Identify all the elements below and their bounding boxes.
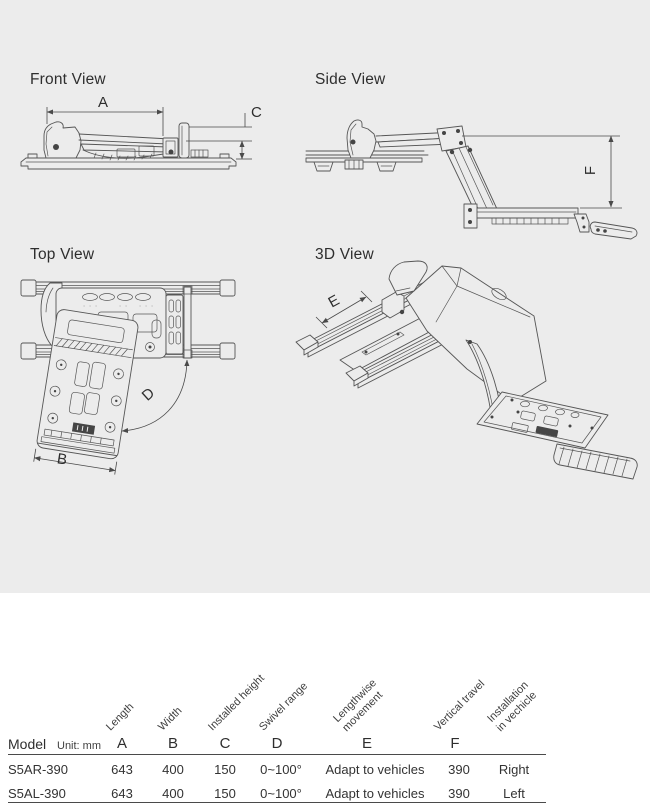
column-letter-f: F <box>450 735 460 752</box>
column-header-installation: Installation in vechicle <box>485 678 539 734</box>
dim-label-c: C <box>251 104 262 121</box>
cell-installation: Right <box>498 762 530 777</box>
front-view-drawing <box>20 107 252 170</box>
column-header-lengthwise-movement: Lengthwise movement <box>331 676 385 734</box>
three-d-view-drawing <box>295 260 638 480</box>
unit-label: Unit: mm <box>57 740 101 752</box>
cell-vertical-travel: 390 <box>448 786 470 801</box>
top-view-drawing <box>20 279 236 475</box>
column-header-vertical-travel: Vertical travel <box>432 678 488 734</box>
table-header-rule <box>8 754 546 755</box>
cell-swivel-range: 0~100° <box>260 786 302 801</box>
column-header-swivel-range: Swivel range <box>257 680 311 734</box>
three-d-view-title: 3D View <box>315 246 374 263</box>
cell-width: 400 <box>162 786 184 801</box>
table-bottom-rule <box>8 802 546 803</box>
side-view-title: Side View <box>315 71 386 88</box>
model-header: Model <box>8 736 47 752</box>
column-letter-b: B <box>167 735 179 752</box>
cell-model: S5AR-390 <box>8 762 68 777</box>
spec-table: Length Width Installed height Swivel ran… <box>0 593 650 805</box>
dim-label-a: A <box>98 94 109 111</box>
cell-vertical-travel: 390 <box>448 762 470 777</box>
technical-drawing-canvas <box>20 107 638 480</box>
cell-installation: Left <box>503 786 525 801</box>
column-letter-a: A <box>116 735 128 752</box>
side-view-drawing <box>305 119 638 240</box>
cell-length: 643 <box>111 762 133 777</box>
front-view-title: Front View <box>30 71 106 88</box>
cell-installed-height: 150 <box>214 786 236 801</box>
column-letter-c: C <box>219 735 231 752</box>
cell-width: 400 <box>162 762 184 777</box>
drawings-panel: Front View Side View Top View 3D View A … <box>0 0 650 593</box>
cell-model: S5AL-390 <box>8 786 66 801</box>
top-view-title: Top View <box>30 246 95 263</box>
column-letter-d: D <box>271 735 283 752</box>
cell-lengthwise-movement: Adapt to vehicles <box>325 786 425 801</box>
column-header-length: Length <box>104 701 137 734</box>
column-header-width: Width <box>156 705 185 734</box>
cell-swivel-range: 0~100° <box>260 762 302 777</box>
cell-lengthwise-movement: Adapt to vehicles <box>325 762 425 777</box>
cell-installed-height: 150 <box>214 762 236 777</box>
column-letter-e: E <box>361 735 373 752</box>
dim-label-f: F <box>582 165 600 176</box>
cell-length: 643 <box>111 786 133 801</box>
